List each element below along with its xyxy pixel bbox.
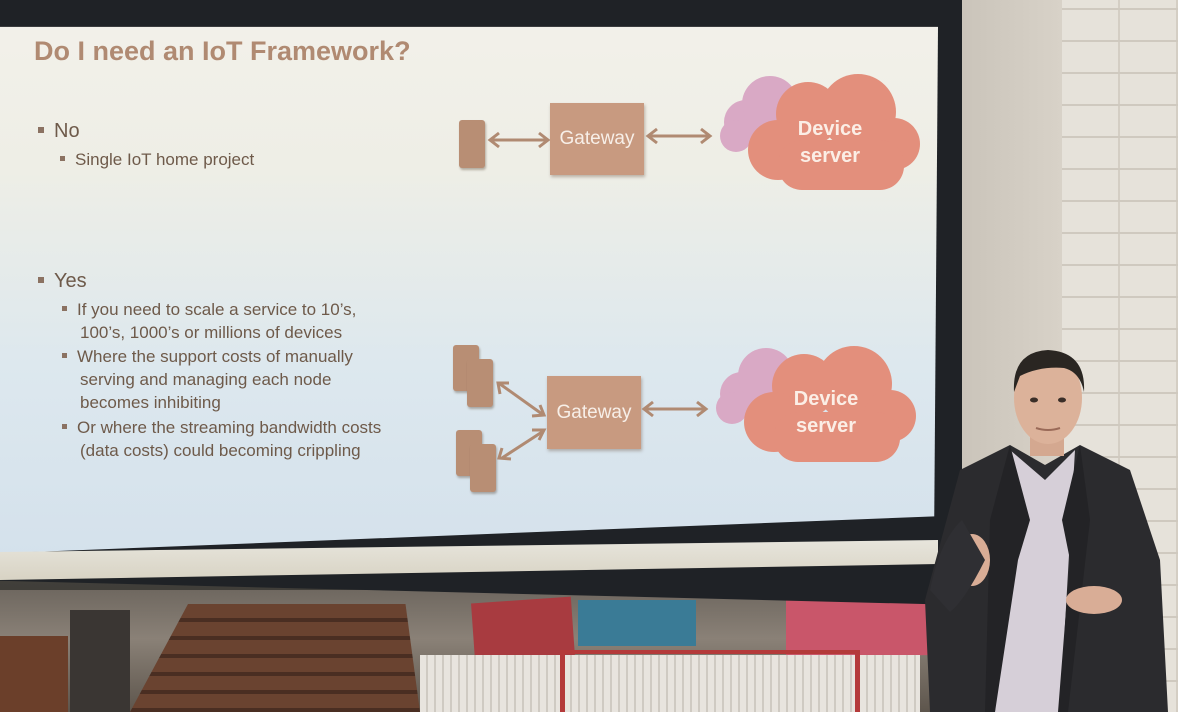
presenter-lapel-left: [985, 445, 1030, 712]
radiator: [420, 655, 920, 712]
room-equipment: [70, 610, 130, 712]
red-frame: [560, 650, 860, 712]
wooden-cabinet: [0, 636, 68, 712]
presenter-head: [1014, 352, 1082, 444]
blue-poster: [578, 600, 696, 646]
presenter-hand-right: [1066, 586, 1122, 614]
presenter-lapel-right: [1058, 445, 1090, 712]
presenter-hair: [1013, 350, 1085, 392]
